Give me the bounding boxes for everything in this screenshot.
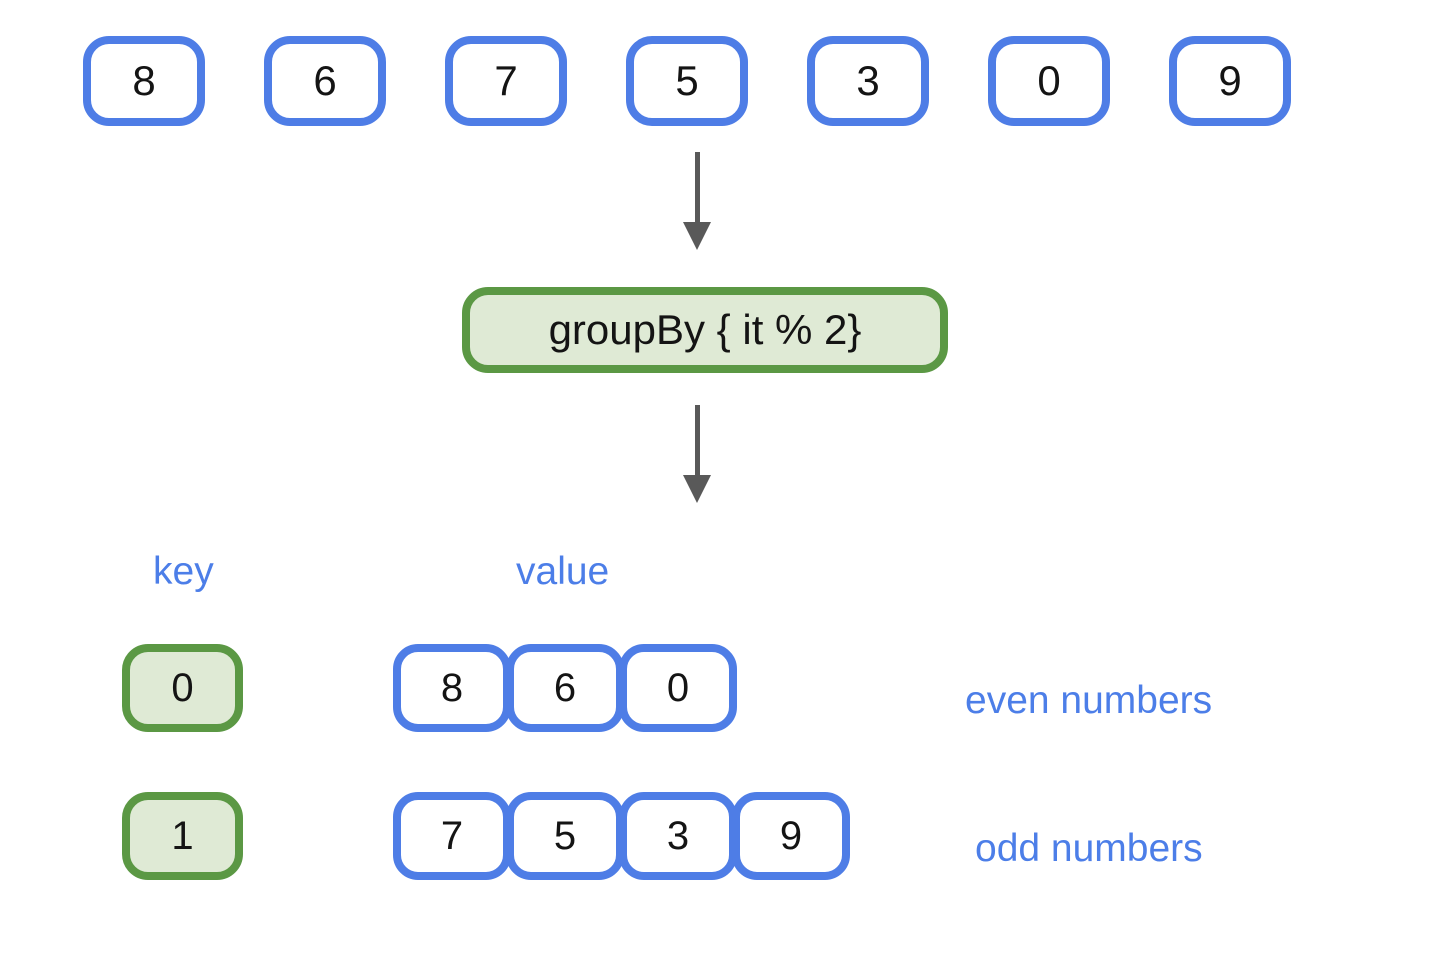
value-cell: 7 <box>393 792 511 880</box>
value-column-label: value <box>516 550 610 593</box>
value-cell: 3 <box>619 792 737 880</box>
input-cell: 7 <box>445 36 567 126</box>
arrow-shaft <box>694 152 700 222</box>
value-cell: 5 <box>506 792 624 880</box>
key-column-label: key <box>153 550 214 593</box>
value-list: 7 5 3 9 <box>393 792 850 880</box>
group-annotation: odd numbers <box>975 827 1203 870</box>
group-annotation: even numbers <box>965 679 1213 722</box>
input-cell: 9 <box>1169 36 1291 126</box>
key-cell: 1 <box>122 792 243 880</box>
arrow-shaft <box>694 405 700 475</box>
value-cell: 0 <box>619 644 737 732</box>
arrow-head <box>683 475 711 503</box>
input-cell: 0 <box>988 36 1110 126</box>
value-cell: 6 <box>506 644 624 732</box>
down-arrow-icon <box>681 152 713 250</box>
value-cell: 8 <box>393 644 511 732</box>
arrow-head <box>683 222 711 250</box>
input-list: 8 6 7 5 3 0 9 <box>83 36 1291 126</box>
input-cell: 5 <box>626 36 748 126</box>
value-list: 8 6 0 <box>393 644 737 732</box>
input-cell: 8 <box>83 36 205 126</box>
input-cell: 6 <box>264 36 386 126</box>
input-cell: 3 <box>807 36 929 126</box>
value-cell: 9 <box>732 792 850 880</box>
down-arrow-icon <box>681 405 713 503</box>
key-cell: 0 <box>122 644 243 732</box>
groupby-operation-box: groupBy { it % 2} <box>462 287 948 373</box>
